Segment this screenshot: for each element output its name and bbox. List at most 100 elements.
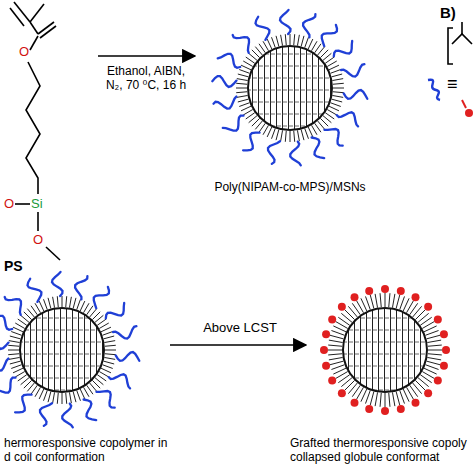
surface-brush <box>80 389 85 399</box>
chain-symbol <box>428 80 440 100</box>
state-caption: Grafted thermoresponsive copoly collapse… <box>290 436 470 465</box>
surface-brush <box>385 393 386 407</box>
collapsed-globule <box>338 389 346 397</box>
polymer-chain <box>256 17 270 40</box>
oxygen-atom: O <box>4 196 14 212</box>
pore-channels <box>248 46 332 130</box>
surface-brush <box>328 354 342 355</box>
collapsed-globule <box>381 285 389 293</box>
surface-brush <box>427 361 441 365</box>
surface-brush <box>241 65 251 70</box>
silica-nanoparticle <box>0 272 139 428</box>
collapsed-globule <box>397 287 405 295</box>
surface-brush <box>13 368 23 373</box>
surface-brush <box>305 128 309 138</box>
surface-brush <box>380 393 381 407</box>
surface-brush <box>318 121 325 129</box>
polymer-chain <box>52 272 63 296</box>
polymer-chain <box>233 35 249 53</box>
surface-brush <box>9 341 20 343</box>
surface-brush <box>238 99 249 102</box>
surface-brush <box>13 327 23 332</box>
surface-brush <box>293 34 295 45</box>
surface-brush <box>243 61 253 67</box>
surface-brush <box>105 350 116 351</box>
surface-brush <box>90 383 97 391</box>
surface-brush <box>97 375 106 381</box>
surface-brush <box>332 79 343 81</box>
surface-brush <box>427 357 441 359</box>
surface-brush <box>15 323 25 329</box>
surface-brush <box>332 99 343 102</box>
surface-brush <box>259 123 265 132</box>
mps-structure <box>10 2 60 260</box>
pore-channels <box>20 308 104 392</box>
surface-brush <box>255 47 262 55</box>
surface-brush <box>73 392 76 403</box>
surface-brush <box>65 296 67 307</box>
surface-brush <box>44 390 48 400</box>
collapsed-globule <box>412 293 420 301</box>
polymer-chain <box>0 378 16 393</box>
surface-brush <box>385 293 386 307</box>
surface-brush <box>272 37 276 47</box>
reaction-arrow <box>98 55 195 57</box>
polymer-chain <box>303 14 315 37</box>
surface-brush <box>8 353 19 355</box>
polymer-chain <box>15 395 32 413</box>
surface-brush <box>308 39 313 49</box>
surface-brush <box>62 296 63 307</box>
surface-brush <box>301 130 304 141</box>
polymer-chain <box>84 400 97 421</box>
polymer-chain <box>116 352 140 361</box>
silica-nanoparticle <box>320 285 450 415</box>
surface-brush <box>53 297 55 308</box>
surface-brush <box>104 361 115 364</box>
surface-brush <box>237 79 248 81</box>
surface-brush <box>329 65 339 70</box>
polymer-chain <box>5 297 21 315</box>
surface-brush <box>305 37 309 47</box>
surface-brush <box>297 35 299 46</box>
surface-brush <box>428 350 442 351</box>
surface-brush <box>15 372 25 378</box>
reaction-conditions: Ethanol, AIBN, N₂, 70 ⁰C, 16 h <box>105 64 187 93</box>
surface-brush <box>425 331 438 336</box>
surface-brush <box>69 297 71 308</box>
particle-outline <box>20 308 104 392</box>
surface-brush <box>329 106 339 111</box>
surface-brush <box>272 128 276 138</box>
surface-brush <box>366 296 371 309</box>
surface-brush <box>259 44 265 53</box>
surface-brush <box>389 293 390 307</box>
collapsed-globule <box>322 330 330 338</box>
collapsed-globule <box>424 389 432 397</box>
surface-brush <box>99 323 109 329</box>
surface-brush <box>9 357 20 359</box>
surface-brush <box>39 301 44 311</box>
surface-brush <box>380 293 381 307</box>
collapsed-globule <box>322 362 330 370</box>
surface-brush <box>366 390 371 403</box>
surface-brush <box>293 131 295 142</box>
surface-brush <box>104 336 115 339</box>
surface-brush <box>62 393 63 404</box>
surface-brush <box>331 365 344 370</box>
surface-brush <box>31 306 37 315</box>
surface-brush <box>263 41 269 51</box>
collapsed-globule <box>328 377 336 385</box>
surface-brush <box>267 39 272 49</box>
surface-brush <box>237 95 248 97</box>
surface-brush <box>27 309 34 317</box>
surface-brush <box>267 127 272 137</box>
surface-brush <box>418 378 429 387</box>
transition-arrow <box>170 344 306 346</box>
surface-brush <box>332 74 343 77</box>
surface-brush <box>297 130 299 141</box>
surface-brush <box>57 393 59 404</box>
polymer-chain <box>106 303 124 319</box>
surface-brush <box>18 319 27 325</box>
surface-brush <box>11 365 21 369</box>
surface-brush <box>330 335 344 339</box>
